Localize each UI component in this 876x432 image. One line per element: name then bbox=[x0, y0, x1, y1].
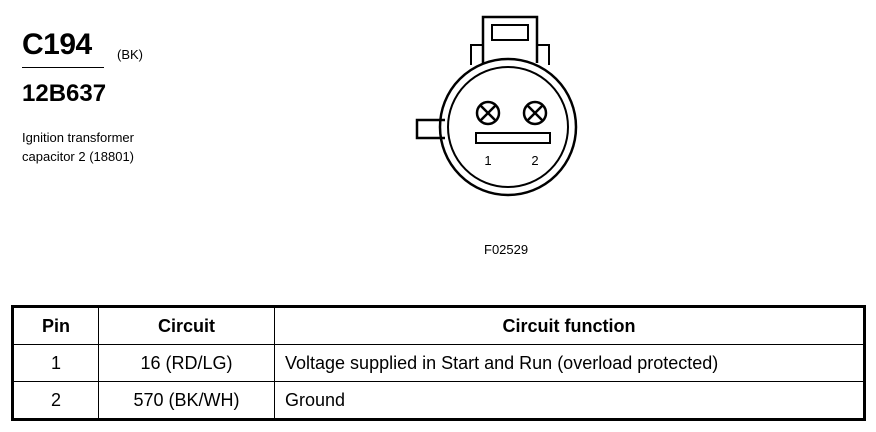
description-line-2: capacitor 2 (18801) bbox=[22, 149, 135, 164]
terminal-2 bbox=[522, 100, 548, 126]
header-rule bbox=[22, 67, 104, 68]
table-header-row: Pin Circuit Circuit function bbox=[12, 306, 865, 345]
circuit-cell: 570 (BK/WH) bbox=[98, 381, 275, 420]
pin-table: Pin Circuit Circuit function 1 16 (RD/LG… bbox=[11, 305, 866, 421]
column-header-circuit: Circuit bbox=[98, 306, 275, 345]
terminal-1 bbox=[475, 100, 501, 126]
part-number: 12B637 bbox=[22, 80, 107, 107]
table-row: 1 16 (RD/LG) Voltage supplied in Start a… bbox=[12, 344, 865, 382]
figure-code: F02529 bbox=[484, 242, 529, 257]
pin-cell: 1 bbox=[12, 344, 99, 382]
description-line-1: Ignition transformer bbox=[22, 130, 134, 145]
connector-face-diagram: 1 2 bbox=[415, 15, 578, 197]
connector-description: Ignition transformer capacitor 2 (18801) bbox=[22, 128, 134, 166]
connector-key bbox=[415, 118, 445, 140]
circuit-cell: 16 (RD/LG) bbox=[98, 344, 275, 382]
table-row: 2 570 (BK/WH) Ground bbox=[12, 381, 865, 420]
connector-body bbox=[438, 57, 578, 197]
pin-cell: 2 bbox=[12, 381, 99, 420]
connector-latch bbox=[481, 15, 539, 63]
pin-label-1: 1 bbox=[484, 153, 491, 168]
connector-id: C194 bbox=[22, 28, 92, 61]
circuit-function-cell: Ground bbox=[274, 381, 865, 420]
column-header-pin: Pin bbox=[12, 306, 99, 345]
terminal-bar bbox=[475, 132, 551, 144]
column-header-circuit-function: Circuit function bbox=[274, 306, 865, 345]
circuit-function-cell: Voltage supplied in Start and Run (overl… bbox=[274, 344, 865, 382]
pin-label-2: 2 bbox=[531, 153, 538, 168]
wire-color-code: (BK) bbox=[117, 47, 143, 62]
